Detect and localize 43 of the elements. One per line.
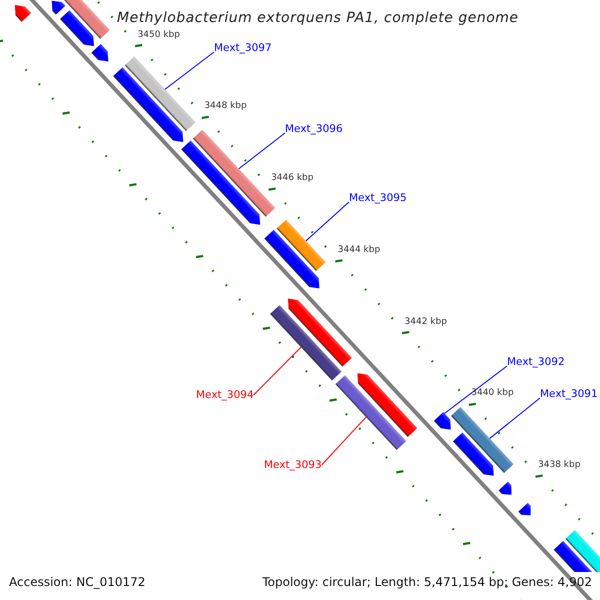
gene-block [288, 298, 352, 367]
gene-block [60, 10, 94, 46]
gene-block [124, 56, 196, 132]
scale-label: 3448 kbp [204, 101, 247, 112]
gene-block [91, 44, 108, 62]
gene-label: Mext_3091 [540, 388, 598, 400]
scale-label: 3442 kbp [404, 316, 447, 327]
leader-line [321, 416, 367, 466]
leader-line [305, 202, 350, 242]
leader-line [164, 52, 214, 90]
footer-text: Topology: circular; Length: 5,471,154 bp; Genes: 4,902 [262, 575, 592, 589]
gene-block [64, 0, 110, 39]
gene-label: Mext_3092 [507, 356, 565, 368]
title: Methylobacterium extorquens PA1, complete genome [117, 10, 519, 26]
footer-text: Accession: NC_010172 [9, 575, 146, 589]
gene-label: Mext_3094 [196, 389, 254, 401]
leader-line [238, 132, 286, 170]
leader-line [444, 366, 508, 414]
leader-line [489, 398, 540, 439]
leader-line [253, 346, 302, 396]
gene-block [357, 373, 418, 437]
gene-block [270, 305, 342, 380]
gene-block [518, 502, 531, 516]
gene-block [264, 230, 320, 288]
gene-label: Mext_3097 [214, 42, 272, 54]
gene-block [276, 220, 326, 271]
gene-label: Mext_3093 [264, 459, 322, 471]
scale-label: 3444 kbp [338, 244, 380, 255]
gene-block [14, 5, 32, 22]
gene-label: Mext_3096 [285, 123, 343, 135]
gene-block [554, 540, 592, 572]
scale-label: 3446 kbp [271, 173, 314, 184]
gene-block [113, 67, 184, 142]
gene-block [181, 140, 260, 225]
scale-label: 3440 kbp [471, 388, 514, 398]
gene-block [498, 482, 512, 495]
gene-block [565, 530, 600, 572]
scale-label: 3450 kbp [138, 30, 180, 40]
gene-block [452, 432, 494, 476]
gene-label: Mext_3095 [349, 192, 407, 204]
gene-block [335, 375, 406, 450]
gene-block [451, 407, 514, 473]
scale-label: 3438 kbp [538, 460, 580, 470]
